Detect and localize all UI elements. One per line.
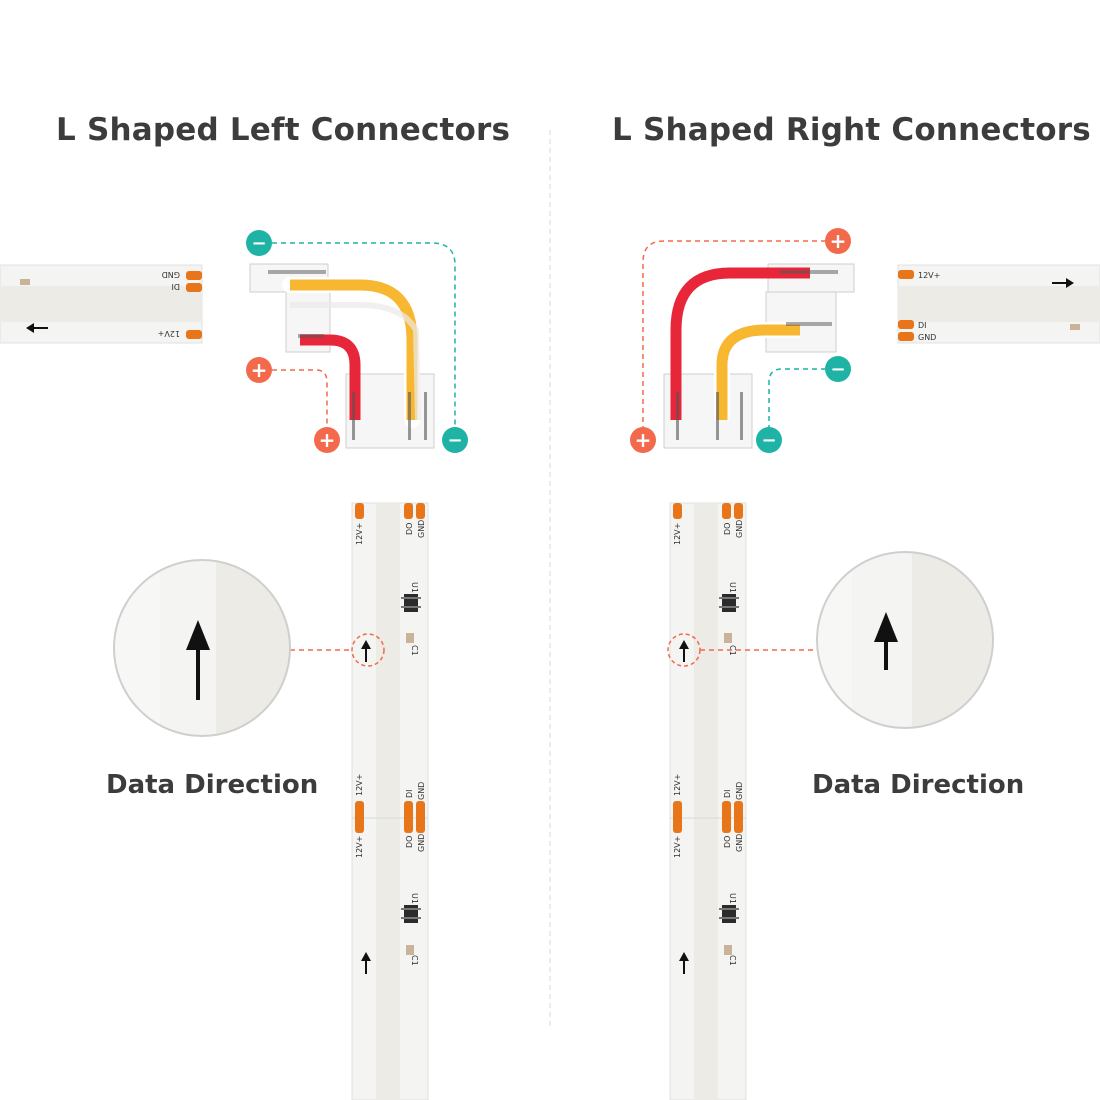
left-vstrip-do-mid: DO — [405, 836, 414, 848]
left-l-connector — [249, 263, 435, 449]
left-zoom-circle — [113, 559, 291, 737]
svg-text:−: − — [761, 430, 776, 451]
left-vstrip-di-mid: DI — [405, 789, 414, 798]
left-minus-bottom-icon: − — [442, 427, 468, 453]
svg-text:+: + — [319, 428, 336, 452]
left-vstrip-gnd-mid-b: GND — [417, 834, 426, 852]
right-strip-12v-label: 12V+ — [918, 271, 940, 280]
left-section-title: L Shaped Left Connectors — [56, 112, 511, 148]
right-strip-arrow-icon — [1052, 278, 1074, 288]
left-vstrip-c1-b: C1 — [410, 955, 419, 966]
left-horizontal-strip: GND DI 12V+ — [0, 264, 203, 344]
left-vstrip-u1-b: U1 — [410, 893, 419, 904]
left-strip-12v-label: 12V+ — [158, 329, 180, 338]
left-minus-top-icon: − — [246, 230, 272, 256]
right-horizontal-strip: 12V+ DI GND — [897, 264, 1100, 344]
left-vstrip-arrow-icon — [361, 640, 371, 662]
svg-text:+: + — [830, 229, 847, 253]
right-vstrip-12v-mid-b: 12V+ — [673, 836, 682, 858]
left-vstrip-u1-a: U1 — [410, 582, 419, 593]
left-vstrip-do-top: DO — [405, 523, 414, 535]
right-vstrip-di-mid: DI — [723, 789, 732, 798]
right-strip-gnd-label: GND — [918, 333, 936, 342]
svg-text:+: + — [251, 358, 268, 382]
right-l-connector — [663, 263, 855, 449]
right-vstrip-gnd-top: GND — [735, 520, 744, 538]
right-minus-bottom-icon: − — [756, 427, 782, 453]
left-vstrip-12v-top: 12V+ — [355, 523, 364, 545]
right-zoom-arrow-icon — [874, 612, 898, 670]
right-zoom-circle — [816, 551, 994, 729]
left-vstrip-c1-a: C1 — [410, 645, 419, 656]
right-vertical-strip: 12V+ DO GND 12V+ DI GND 12V+ DO GND U1 C… — [667, 502, 747, 1100]
svg-text:−: − — [830, 359, 845, 380]
left-strip-di-label: DI — [171, 282, 180, 291]
right-vstrip-12v-mid-a: 12V+ — [673, 774, 682, 796]
left-zoom-arrow-icon — [186, 620, 210, 700]
left-vstrip-gnd-top: GND — [417, 520, 426, 538]
left-data-direction-caption: Data Direction — [106, 770, 319, 800]
svg-text:−: − — [447, 430, 462, 451]
right-vstrip-u1-b: U1 — [728, 893, 737, 904]
svg-text:−: − — [251, 233, 266, 254]
left-strip-gnd-label: GND — [162, 270, 180, 279]
right-vstrip-u1-a: U1 — [728, 582, 737, 593]
right-vstrip-arrow-icon-lower — [679, 952, 689, 974]
right-vstrip-12v-top: 12V+ — [673, 523, 682, 545]
right-plus-top-icon: + — [825, 228, 851, 254]
left-vstrip-12v-mid-a: 12V+ — [355, 774, 364, 796]
left-vstrip-arrow-icon-lower — [361, 952, 371, 974]
left-plus-top-icon: + — [246, 357, 272, 383]
right-strip-di-label: DI — [918, 321, 927, 330]
right-vstrip-arrow-icon — [679, 640, 689, 662]
right-data-direction-caption: Data Direction — [812, 770, 1025, 800]
right-vstrip-c1-a: C1 — [728, 645, 737, 656]
right-vstrip-gnd-mid-b: GND — [735, 834, 744, 852]
right-vstrip-do-mid: DO — [723, 836, 732, 848]
right-section-title: L Shaped Right Connectors — [612, 112, 1091, 148]
right-vstrip-do-top: DO — [723, 523, 732, 535]
right-vstrip-gnd-mid-a: GND — [735, 782, 744, 800]
left-plus-bottom-icon: + — [314, 427, 340, 453]
right-plus-bottom-icon: + — [630, 427, 656, 453]
right-minus-top-icon: − — [825, 356, 851, 382]
left-vstrip-12v-mid-b: 12V+ — [355, 836, 364, 858]
left-strip-arrow-icon — [26, 323, 48, 333]
left-vertical-strip: 12V+ DO GND 12V+ DI GND 12V+ DO GND U1 C… — [351, 502, 429, 1100]
right-vstrip-c1-b: C1 — [728, 955, 737, 966]
svg-text:+: + — [635, 428, 652, 452]
left-vstrip-gnd-mid-a: GND — [417, 782, 426, 800]
right-callout-lines — [642, 240, 826, 428]
